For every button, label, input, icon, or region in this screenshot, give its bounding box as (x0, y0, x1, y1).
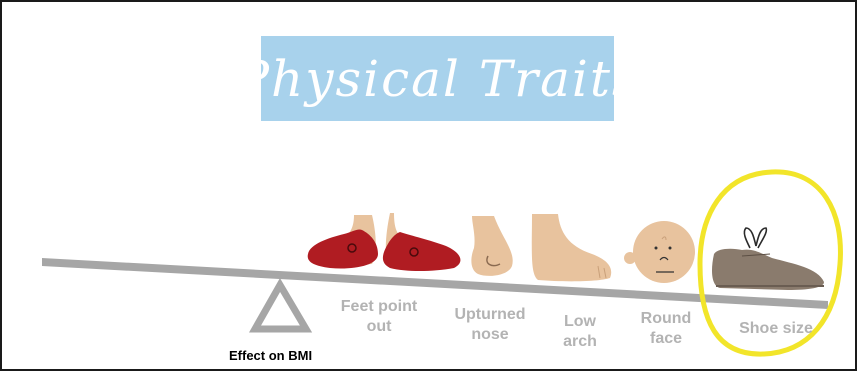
trait-label-nose: Upturned nose (443, 305, 537, 345)
trait-label-arch: Low arch (545, 312, 615, 352)
feet-pointing-out-icon (308, 213, 461, 271)
shoe-icon (712, 228, 824, 290)
trait-label-feet: Feet point out (332, 297, 426, 337)
trait-label-shoe: Shoe size (726, 319, 826, 339)
seesaw-scene (2, 2, 855, 369)
slide-frame: Physical Traits (0, 0, 857, 371)
upturned-nose-icon (471, 216, 512, 276)
round-face-icon (624, 221, 695, 283)
trait-label-face: Round face (631, 309, 701, 349)
bmi-label: Effect on BMI (229, 348, 312, 363)
low-arch-foot-icon (532, 214, 611, 281)
fulcrum-triangle-icon (255, 285, 306, 329)
